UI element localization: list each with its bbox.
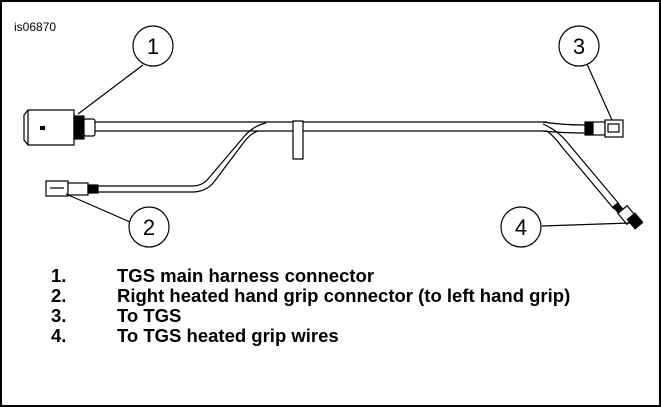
legend-item-number: 3. <box>51 305 67 326</box>
branch-to-heated-grip-wires <box>542 123 620 210</box>
leader-lines <box>65 63 631 227</box>
branch-to-grip-connector <box>98 122 267 193</box>
legend-item-number: 2. <box>51 285 67 306</box>
branch-to-tgs <box>542 121 586 134</box>
legend-item-text: To TGS heated grip wires <box>117 325 339 346</box>
main-trunk-cable <box>95 121 547 132</box>
leader-line-1 <box>77 64 144 115</box>
main-harness-connector <box>23 109 96 146</box>
legend-list: 1. TGS main harness connector 2. Right h… <box>2 266 661 346</box>
tgs-connector <box>584 119 624 138</box>
wire-strap <box>292 120 304 160</box>
callout-3: 3 <box>558 25 600 67</box>
callout-4: 4 <box>500 206 542 248</box>
figure-id-label: is06870 <box>14 20 57 34</box>
harness-diagram: 1 2 3 4 <box>23 25 644 248</box>
legend-item: 1. TGS main harness connector <box>2 266 661 285</box>
svg-text:3: 3 <box>573 34 585 59</box>
leader-line-2 <box>65 193 131 223</box>
callout-1: 1 <box>132 25 174 67</box>
legend-item: 4. To TGS heated grip wires <box>2 326 661 345</box>
legend-item: 2. Right heated hand grip connector (to … <box>2 286 661 305</box>
legend-item-text: To TGS <box>117 305 182 326</box>
legend-item-number: 1. <box>51 265 67 286</box>
callout-2: 2 <box>128 206 170 248</box>
legend-item-text: TGS main harness connector <box>117 265 375 286</box>
heated-grip-wire-connector <box>612 202 644 230</box>
leader-line-3 <box>586 63 613 121</box>
svg-text:2: 2 <box>143 215 155 240</box>
svg-text:1: 1 <box>147 34 159 59</box>
legend-item: 3. To TGS <box>2 306 661 325</box>
svg-text:4: 4 <box>515 215 527 240</box>
grip-connector <box>45 180 99 197</box>
leader-line-4 <box>541 222 631 227</box>
legend-item-text: Right heated hand grip connector (to lef… <box>117 285 571 306</box>
legend-item-number: 4. <box>51 325 67 346</box>
